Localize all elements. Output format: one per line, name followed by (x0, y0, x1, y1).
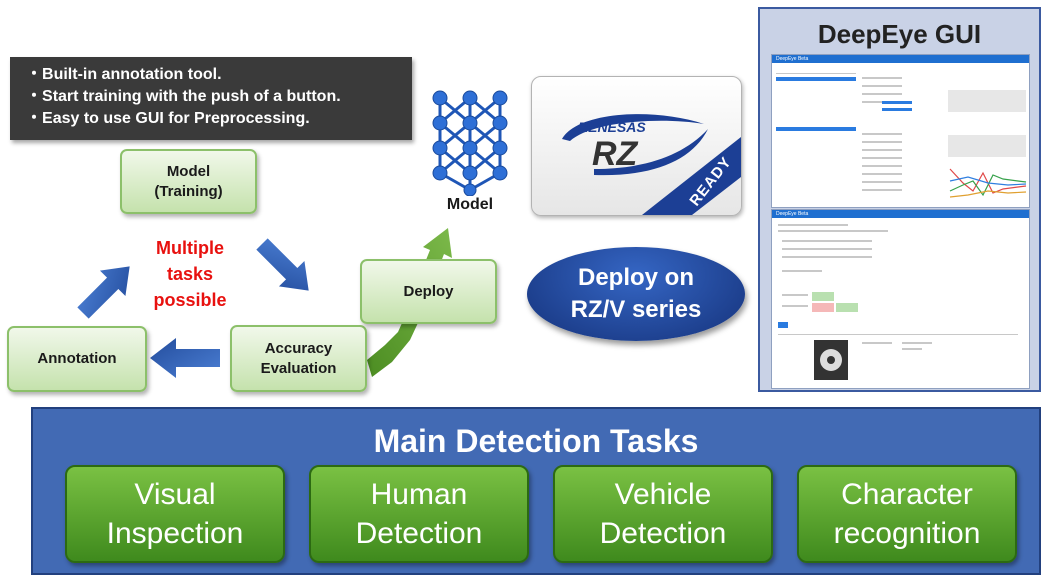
deploy-label: Deploy (403, 282, 454, 300)
task-vehicle-detection: Vehicle Detection (553, 465, 773, 563)
renesas-rz-card: RENESAS RZ READY (531, 76, 742, 216)
task-line1: Character (841, 478, 973, 511)
multiple-line2: tasks (166, 264, 214, 284)
task-line1: Human (370, 478, 468, 511)
task-line1: Visual (134, 478, 216, 511)
neural-network-icon (432, 90, 508, 196)
multiple-tasks-text: Multiple tasks possible (120, 235, 260, 313)
model-training-box: Model (Training) (120, 149, 257, 214)
main-tasks-title: Main Detection Tasks (373, 423, 699, 459)
task-visual-inspection: Visual Inspection (65, 465, 285, 563)
deepeye-gui-panel: DeepEye GUI DeepEye Beta DeepEye Beta (758, 7, 1041, 392)
task-line2: Inspection (106, 517, 244, 550)
gui-chart-icon (949, 168, 1027, 198)
arrow-model-to-accuracy (256, 238, 309, 291)
renesas-logo-icon (562, 114, 741, 215)
task-line2: Detection (355, 517, 483, 550)
arrow-accuracy-to-annotation (150, 338, 220, 378)
annotation-label: Annotation (37, 350, 117, 367)
accuracy-evaluation-box: Accuracy Evaluation (230, 325, 367, 392)
feature-item: Easy to use GUI for Preprocessing. (26, 108, 412, 130)
deploy-on-rzv-oval: Deploy on RZ/V series (527, 247, 745, 341)
deploy-oval-line1: Deploy on (577, 264, 694, 291)
renesas-brand: RENESAS (578, 119, 646, 135)
accuracy-line1: Accuracy (264, 339, 333, 357)
deploy-box: Deploy (360, 259, 497, 324)
feature-item: Start training with the push of a button… (26, 86, 412, 108)
gui-bottom-header: DeepEye Beta (772, 210, 1029, 218)
feature-item: Built-in annotation tool. (26, 64, 412, 86)
multiple-line1: Multiple (156, 238, 224, 258)
multiple-line3: possible (153, 290, 227, 310)
gui-screenshot-bottom: DeepEye Beta (771, 209, 1030, 389)
model-label: Model (446, 196, 494, 213)
task-human-detection: Human Detection (309, 465, 529, 563)
feature-list-box: Built-in annotation tool. Start training… (10, 57, 412, 140)
task-line2: Detection (599, 517, 727, 550)
task-line2: recognition (833, 517, 981, 550)
model-training-line2: (Training) (154, 182, 223, 200)
task-character-recognition: Character recognition (797, 465, 1017, 563)
arrow-annotation-to-model (77, 266, 130, 319)
deploy-oval-line2: RZ/V series (570, 296, 702, 323)
gear-image-icon (820, 349, 842, 371)
annotation-box: Annotation (7, 326, 147, 392)
gui-title: DeepEye GUI (817, 19, 982, 49)
gui-screenshot-top: DeepEye Beta (771, 54, 1030, 208)
main-detection-tasks-panel: Main Detection Tasks Visual Inspection H… (31, 407, 1041, 575)
model-training-line1: Model (166, 162, 211, 180)
gui-top-header: DeepEye Beta (772, 55, 1029, 63)
task-line1: Vehicle (614, 478, 712, 511)
accuracy-line2: Evaluation (260, 359, 337, 377)
rz-product: RZ (592, 135, 638, 173)
